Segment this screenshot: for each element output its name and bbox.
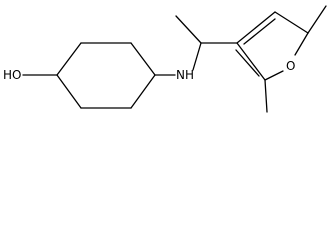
bond-furan-c3-c4 <box>236 11 276 44</box>
furan-oxygen-label: O <box>286 59 295 73</box>
bond-nh-ch <box>192 42 202 71</box>
bond-c2-methyl <box>264 79 268 113</box>
hydroxyl-label: HO <box>3 68 21 82</box>
bond-furan-c4-c5 <box>274 11 309 34</box>
amine-label: NH <box>176 68 194 82</box>
furan-ring <box>235 11 309 81</box>
molecule-structure: HO NH O <box>3 5 327 113</box>
bond-furan-c2-c3 <box>236 42 266 81</box>
bond-ring-c4-c5 <box>130 74 156 109</box>
bond-ring-c6-c1 <box>56 74 82 109</box>
bond-furan-c2-c3-double <box>235 49 260 77</box>
bond-ring-c1-c2 <box>56 42 82 76</box>
bond-c5-methyl <box>307 5 327 34</box>
bond-ring-c3-c4 <box>130 42 156 76</box>
bond-furan-o-c2 <box>264 70 284 81</box>
bond-furan-c3-c4-double <box>243 18 276 45</box>
bond-ch-methyl <box>175 15 202 44</box>
structure-canvas: HO NH O <box>3 5 327 113</box>
cyclohexane-ring <box>56 42 156 109</box>
bond-furan-c5-o <box>294 32 309 56</box>
